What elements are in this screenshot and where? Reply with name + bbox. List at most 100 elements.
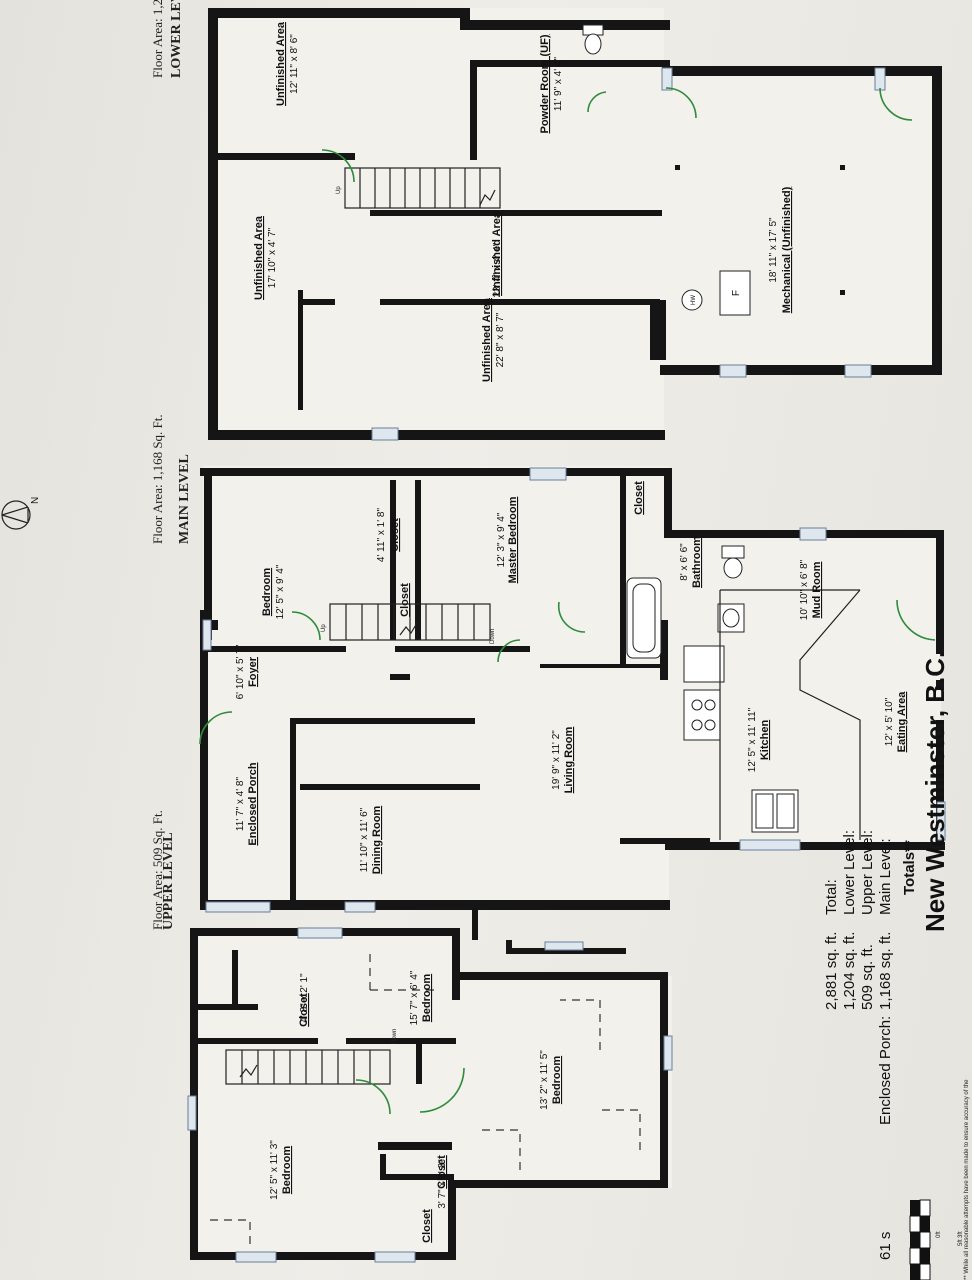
bedroom-up-3-dim: 12' 5" x 11' 3" [269, 1140, 280, 1200]
bay-window [544, 941, 584, 951]
mech-wall-west [660, 365, 940, 375]
lower-window-2 [874, 67, 886, 91]
scale-3ft: 3ft [958, 1231, 964, 1238]
stair-break-mark [479, 189, 496, 206]
dashed-line-4 [560, 999, 601, 1050]
lower-level-area: Floor Area: 1,204 Sq. Ft. [150, 0, 165, 78]
lower-wall-east-b [460, 20, 670, 30]
closet-up-2-dim: 3' 7" x 2' 3" [437, 1159, 448, 1209]
closet-wall-b [390, 480, 396, 640]
foyer-dim: 6' 10" x 5' 7" [235, 644, 246, 699]
disclaimer-text: ** While all reasonable attempts have be… [964, 1079, 970, 1280]
kitchen-sink-icon [751, 789, 799, 833]
upper-hall-wall [416, 1038, 422, 1084]
mechanical-name: Mechanical (Unfinished) [781, 186, 793, 313]
bath-wall-south [620, 468, 626, 668]
door-swing-stairs-down [497, 639, 521, 663]
main-wall-east [300, 900, 670, 910]
mechanical-floor [664, 76, 939, 368]
mechanical-dim: 18' 11" x 17' 5" [768, 217, 779, 283]
upper-stairs-down: Down [392, 1029, 398, 1044]
foyer-name: Foyer [247, 656, 259, 687]
lower-wall-east-a [208, 8, 468, 18]
main-wall-west-d [204, 470, 212, 620]
mud-room-name: Mud Room [811, 561, 823, 618]
powder-wall-south [470, 60, 477, 160]
kitchen-window [739, 839, 801, 851]
main-level-area: Floor Area: 1,168 Sq. Ft. [150, 414, 165, 544]
totals-lower-value: 1,204 sq. ft. [841, 932, 858, 1010]
upper-closet-2 [378, 1142, 452, 1150]
door-swing-mech-east [879, 87, 913, 121]
upper-wall-south [190, 928, 198, 1260]
powder-room-dim: 11' 9" x 4' 4" [553, 57, 564, 112]
upper-stair-wall [198, 1038, 318, 1044]
bedroom-main-name: Bedroom [261, 568, 273, 617]
door-swing-porch [199, 711, 233, 745]
closet-main-2-name: Closet [399, 583, 411, 617]
totals-main-label: Main Level: [877, 838, 894, 915]
main-stairs [329, 603, 491, 641]
eating-area-dim: 12' x 5' 10" [884, 697, 895, 746]
post-2 [840, 165, 845, 170]
closet-up-1-name: Closet [298, 993, 310, 1027]
upper-wall-north-a [452, 928, 460, 1000]
upper-window-3 [297, 927, 343, 939]
totals-main-value: 1,168 sq. ft. [877, 932, 894, 1010]
door-swing-powder [587, 91, 607, 113]
bedroom-up-1-dim: 15' 7" x 6' 4" [409, 970, 420, 1025]
bathtub-icon [626, 577, 662, 659]
kitchen-name: Kitchen [759, 720, 771, 761]
bath-sink-icon [717, 603, 745, 633]
upper-wall-bedroom-east [452, 1180, 668, 1188]
mudroom-wall-north [936, 534, 944, 654]
lower-stair-treads [359, 168, 481, 208]
main-wall-south [200, 468, 670, 476]
totals-upper-label: Upper Level: [859, 830, 876, 915]
upper-window-2 [235, 1251, 277, 1263]
main-stair-treads [345, 604, 475, 640]
unfinished4-name: Unfinished Area [481, 297, 493, 382]
totals-lower-label: Lower Level: [841, 830, 858, 915]
mech-wall-east [662, 66, 942, 76]
unfinished2-wall [298, 290, 303, 410]
totals-porch-label: Enclosed Porch: [877, 1016, 894, 1125]
upper-stair-break [239, 1064, 258, 1078]
toilet-icon [582, 24, 604, 55]
main-stairs-down: Down [490, 629, 496, 644]
enclosed-porch-name: Enclosed Porch [247, 762, 259, 845]
closet-upper-wall [380, 1174, 454, 1180]
upper-wall-north-c [660, 972, 668, 1188]
door-swing-unfinished [321, 149, 355, 183]
upper-stairs [225, 1049, 391, 1085]
dining-room-dim: 11' 10" x 11' 6" [359, 807, 370, 872]
furnace-label: F [731, 290, 742, 296]
stove-icon [683, 689, 721, 741]
lower-wall-west [208, 430, 665, 440]
lower-window-5 [371, 427, 399, 441]
main-level-plan: Bedroom 12' 5" x 9' 4" Closet 4' 11" x 1… [150, 414, 946, 954]
north-arrow-icon: N [1, 497, 41, 530]
furnace-icon: F [719, 270, 751, 316]
living-room-name: Living Room [563, 726, 575, 793]
main-level-floor [203, 466, 669, 908]
upper-wall-bedroom-south [448, 1180, 456, 1260]
upper-stair-treads [241, 1050, 371, 1084]
scale-5ft: 5ft [958, 1239, 964, 1246]
bedroom-up-3-name: Bedroom [281, 1146, 293, 1195]
bay-wall-a [472, 900, 478, 940]
upper-stairs-outline [225, 1049, 391, 1085]
main-wall-west-a [200, 610, 208, 910]
bedroom-up-1-name: Bedroom [421, 974, 433, 1023]
mech-wall-stub [650, 300, 666, 360]
totals-porch-value: 61 s [877, 1232, 894, 1260]
dashed-line-1 [210, 1219, 251, 1250]
lower-level-plan: F HW Powder Room (UF) 11' 9" x 4' 4" Unf… [150, 0, 942, 441]
powder-wall-west [470, 60, 670, 67]
closet-wall [390, 674, 410, 680]
unfinished3-dim: 23' 4" x 4' 4" [492, 242, 503, 297]
scale-bar: 0ft 3ft 5ft [909, 1199, 964, 1280]
bedroom-up-2-name: Bedroom [551, 1056, 563, 1105]
door-swing-mechanical [665, 87, 697, 119]
